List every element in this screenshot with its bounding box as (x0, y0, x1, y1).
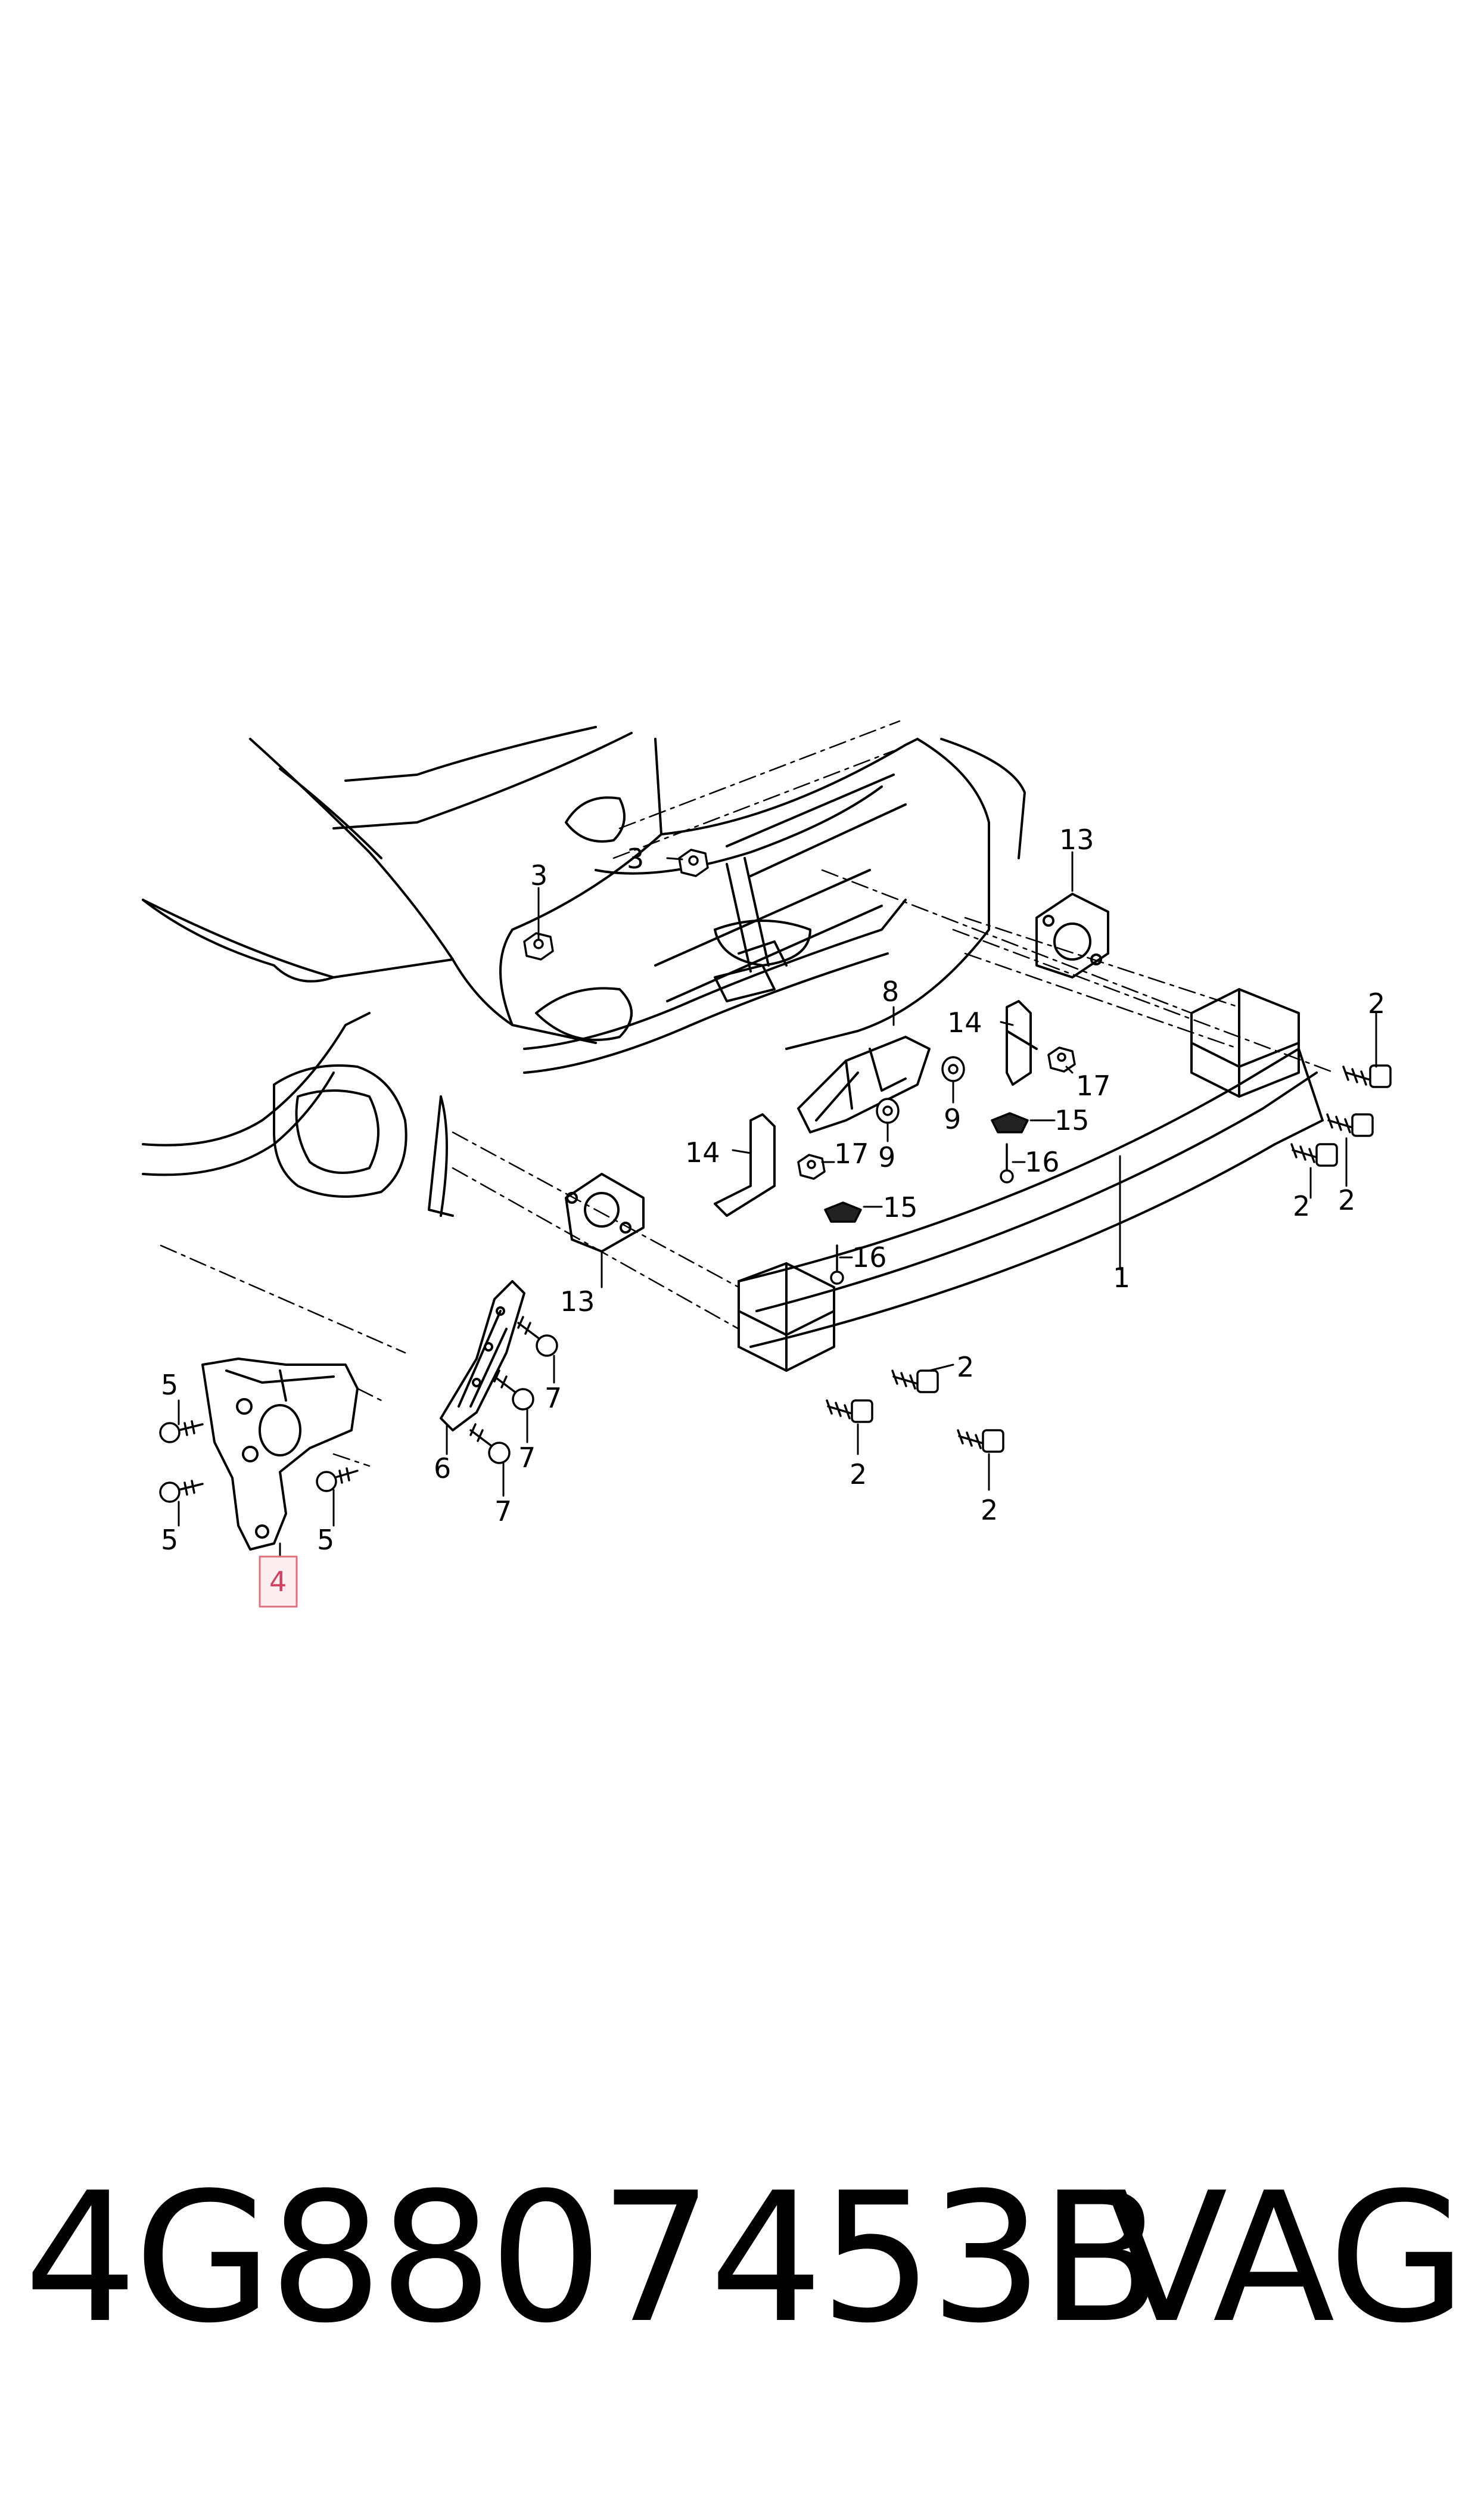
callout-7: 7 (518, 1442, 536, 1474)
screw-7b-icon (493, 1369, 534, 1411)
callout-4: 4 (269, 1566, 287, 1598)
bracket-left-13 (565, 1173, 645, 1253)
callout-13: 13 (1059, 824, 1094, 856)
washer-9a-icon (941, 1056, 965, 1082)
callout-14: 14 (947, 1007, 982, 1039)
vehicle-body (142, 726, 1026, 1217)
guide-14-right (1006, 1000, 1038, 1086)
bracket-8 (797, 1036, 931, 1133)
callout-3: 3 (530, 859, 547, 892)
bolt-2c-icon (1290, 1143, 1338, 1167)
leader-lines (178, 851, 1377, 1557)
callout-3: 3 (627, 843, 644, 875)
callout-9: 9 (878, 1141, 895, 1173)
nut-17a-icon (1047, 1046, 1076, 1073)
callout-17: 17 (1076, 1070, 1111, 1102)
screw-5a-icon (159, 1420, 204, 1443)
nut-17b-icon (797, 1154, 826, 1180)
side-support-4 (201, 1358, 359, 1551)
screw-7c-icon (469, 1423, 511, 1464)
callout-2: 2 (1368, 987, 1385, 1020)
callout-15: 15 (883, 1191, 918, 1223)
washer-9b-icon (876, 1098, 900, 1124)
callout-2: 2 (1293, 1190, 1310, 1222)
bolt-2d-icon (891, 1369, 939, 1393)
callout-13: 13 (560, 1285, 595, 1318)
callout-6: 6 (434, 1452, 451, 1484)
guide-rail-6 (440, 1280, 525, 1431)
bolt-2b-icon (1326, 1113, 1374, 1137)
callout-labels: 1 2 2 2 2 2 2 3 3 4 5 5 5 6 7 7 7 8 9 9 … (161, 824, 1385, 1608)
callout-2: 2 (981, 1494, 998, 1526)
bolt-2a-icon (1342, 1064, 1392, 1088)
nut-3a-icon (678, 849, 709, 877)
assembly-lines (160, 720, 1336, 1467)
callout-1: 1 (1113, 1262, 1130, 1294)
callout-2: 2 (850, 1458, 867, 1490)
callout-7: 7 (545, 1382, 562, 1414)
callout-4-highlight-box (259, 1555, 298, 1608)
screw-5b-icon (159, 1480, 204, 1503)
brand-label: VAG (1105, 2154, 1467, 2362)
clip-15b-icon (824, 1201, 862, 1223)
part-number: 4G8807453B (24, 2154, 1162, 2362)
callout-5: 5 (317, 1524, 334, 1556)
callout-9: 9 (944, 1103, 961, 1135)
bolt-2f-icon (957, 1429, 1004, 1453)
callout-7: 7 (494, 1495, 512, 1527)
callout-17: 17 (834, 1138, 869, 1170)
callout-2: 2 (1338, 1184, 1355, 1216)
screw-5c-icon (316, 1467, 359, 1492)
callout-16: 16 (852, 1241, 887, 1274)
screw-7a-icon (517, 1316, 558, 1357)
callout-8: 8 (882, 976, 899, 1008)
callout-15: 15 (1054, 1104, 1090, 1136)
bumper-carrier (738, 988, 1324, 1372)
bolt-2e-icon (826, 1399, 873, 1423)
callout-5: 5 (161, 1369, 178, 1401)
callout-2: 2 (957, 1351, 974, 1383)
clip-15a-icon (991, 1112, 1029, 1133)
bolts (159, 849, 1392, 1503)
nut-3b-icon (523, 932, 554, 961)
screw-16a-icon (1000, 1143, 1014, 1184)
guide-14-left (714, 1113, 776, 1217)
callout-5: 5 (161, 1524, 178, 1556)
callout-14: 14 (685, 1136, 720, 1169)
screw-16b-icon (830, 1244, 844, 1285)
callout-16: 16 (1025, 1146, 1060, 1178)
